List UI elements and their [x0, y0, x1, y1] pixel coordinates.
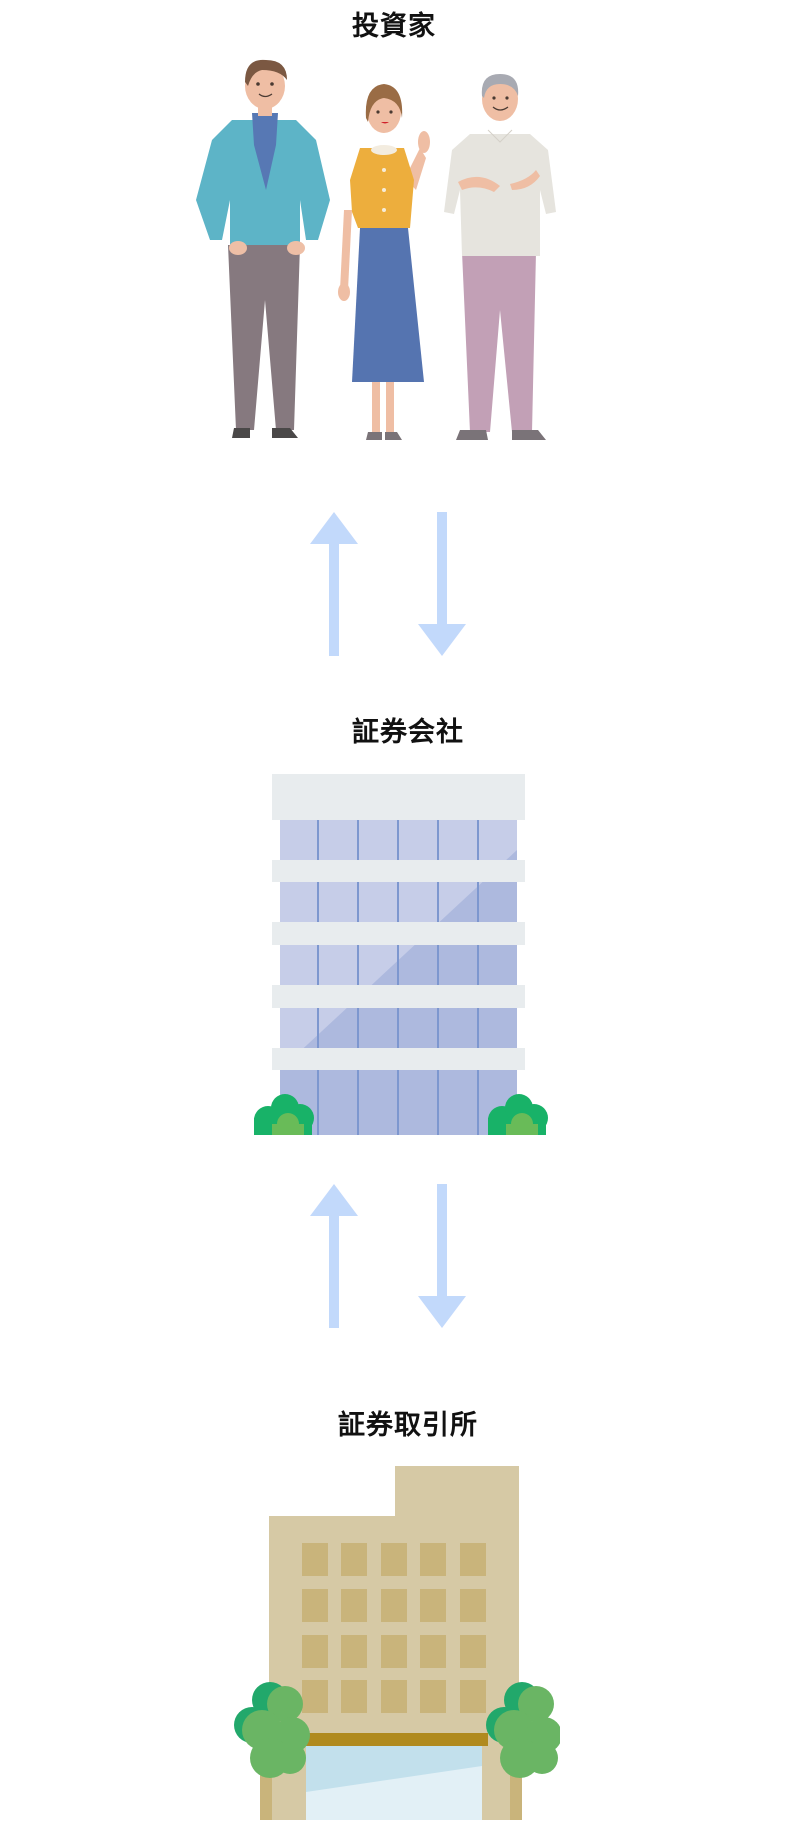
bush-left — [254, 1094, 314, 1135]
arrow-up-icon — [310, 1184, 358, 1328]
bush-right — [488, 1094, 548, 1135]
office-building-icon — [254, 774, 548, 1135]
arrow-down-icon — [418, 1184, 466, 1328]
arrow-up-icon — [310, 512, 358, 656]
woman-figure — [338, 84, 430, 440]
elderly-man-figure — [444, 74, 556, 440]
tree-left — [234, 1682, 310, 1820]
stock-exchange-label: 証券取引所 — [338, 1410, 478, 1441]
exchange-building-icon — [234, 1466, 560, 1820]
arrow-down-icon — [418, 512, 466, 656]
securities-company-label: 証券会社 — [352, 717, 464, 748]
investors-label: 投資家 — [352, 11, 436, 42]
people-group-icon — [196, 59, 556, 440]
tree-right — [486, 1682, 560, 1820]
man-figure — [196, 59, 330, 438]
